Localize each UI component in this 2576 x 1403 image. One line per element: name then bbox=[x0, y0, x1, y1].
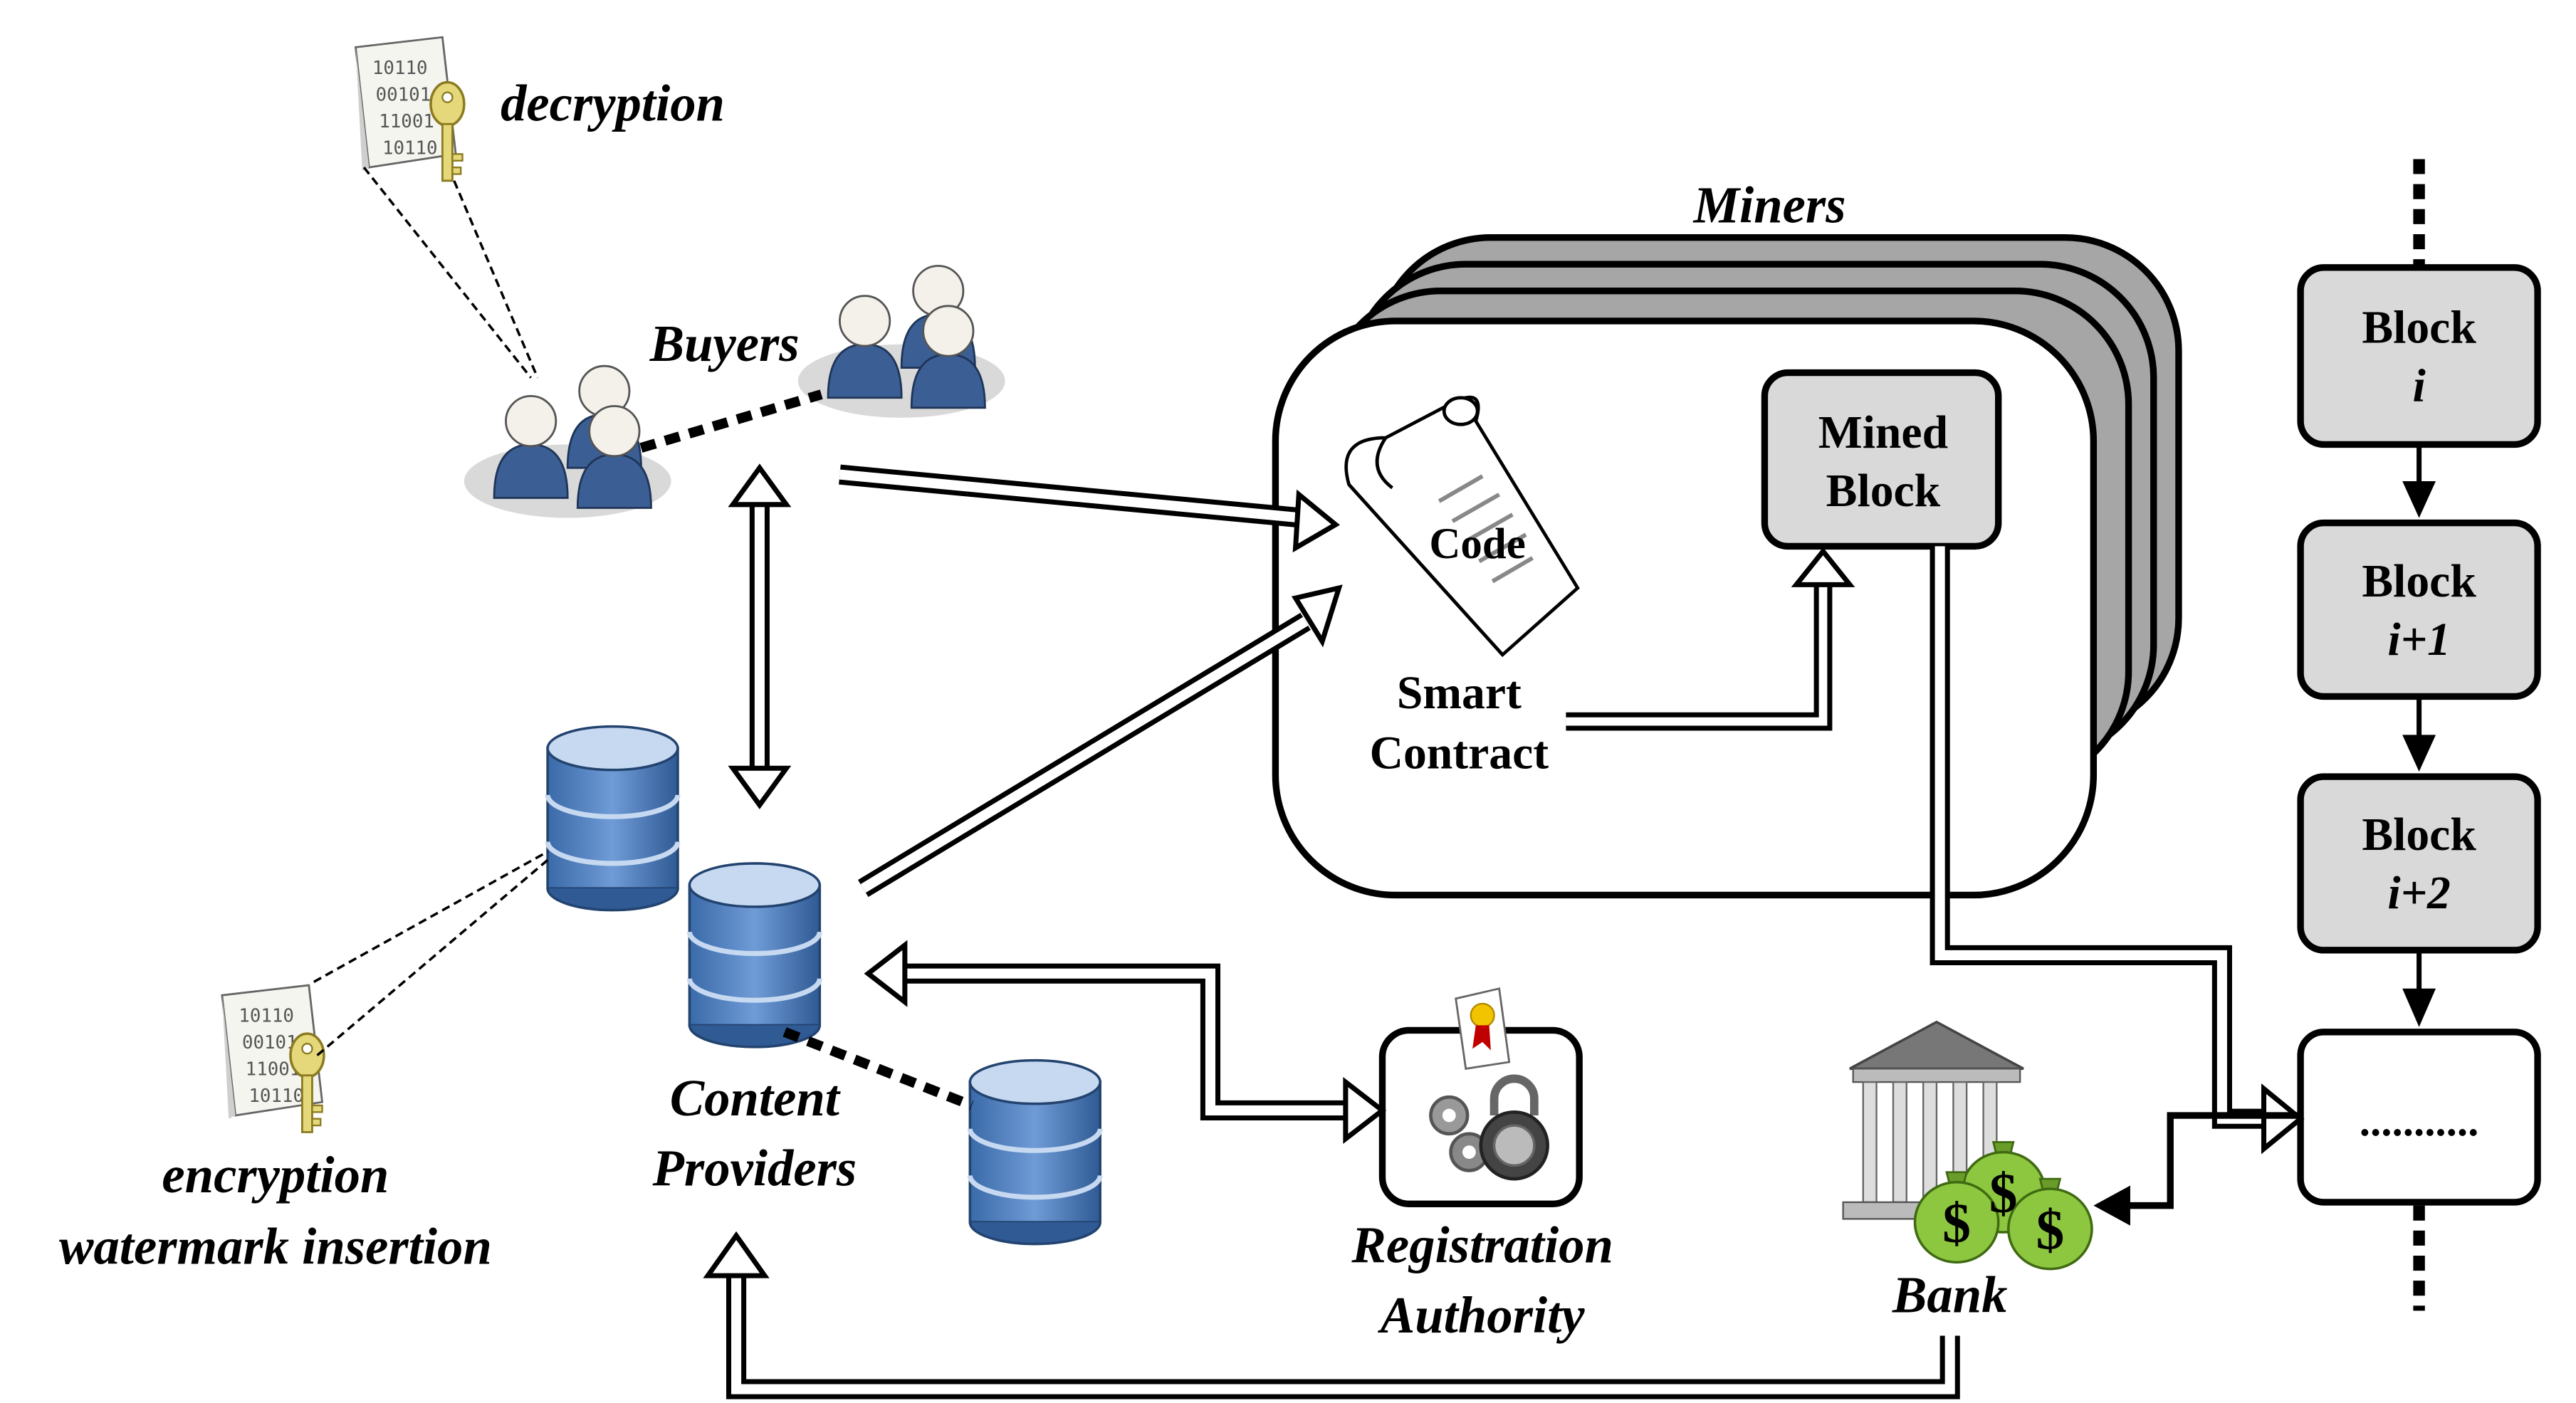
providers-dotted-link bbox=[782, 1027, 974, 1110]
dec-bits-4: 10110 bbox=[382, 137, 438, 159]
buyers-to-contract-arrow bbox=[839, 464, 1340, 553]
money-symbol-1: $ bbox=[1989, 1162, 2018, 1225]
chain-arrows bbox=[2402, 444, 2436, 1027]
smart-contract-label-2: Contract bbox=[1370, 727, 1549, 779]
providers-registration-arrow bbox=[864, 940, 1387, 1144]
enc-bits-1: 10110 bbox=[239, 1006, 294, 1027]
enc-dash-2 bbox=[316, 858, 549, 1056]
buyers-dotted-link bbox=[639, 389, 823, 453]
block-next-ellipsis: ........... bbox=[2360, 1098, 2479, 1145]
database-icon-3 bbox=[970, 1061, 1100, 1244]
gears-lock-icon bbox=[1429, 1074, 1549, 1181]
dec-dash-2 bbox=[453, 180, 539, 379]
bank-label: Bank bbox=[1892, 1266, 2008, 1324]
buyers-group-icon-1 bbox=[464, 366, 671, 517]
dec-bits-2: 00101 bbox=[376, 84, 431, 105]
smart-contract-label-1: Smart bbox=[1397, 667, 1522, 719]
decryption-document-icon: 10110 00101 11001 10110 bbox=[355, 36, 457, 172]
providers-label-2: Providers bbox=[652, 1139, 857, 1197]
enc-bits-4: 10110 bbox=[248, 1086, 304, 1107]
dec-bits-3: 11001 bbox=[379, 111, 434, 132]
miners-label: Miners bbox=[1692, 177, 1845, 234]
money-symbol-2: $ bbox=[1942, 1192, 1971, 1255]
registration-label-1: Registration bbox=[1351, 1216, 1613, 1273]
block-i-index: i bbox=[2412, 359, 2425, 411]
block-i-plus-1-index: i+1 bbox=[2387, 614, 2450, 666]
block-i-plus-2 bbox=[2297, 773, 2541, 954]
block-i-title: Block bbox=[2362, 301, 2476, 353]
block-i-plus-2-index: i+2 bbox=[2387, 867, 2450, 919]
providers-label-1: Content bbox=[670, 1069, 841, 1127]
enc-dash-1 bbox=[313, 850, 548, 983]
chain-to-bank-arrow bbox=[2093, 1112, 2301, 1226]
miners-stack bbox=[1272, 233, 2182, 899]
mined-block bbox=[1761, 369, 2002, 550]
dec-bits-1: 10110 bbox=[372, 58, 428, 79]
block-i-plus-2-title: Block bbox=[2362, 809, 2476, 861]
database-icon-2 bbox=[689, 863, 820, 1047]
buyers-providers-arrow bbox=[728, 463, 792, 809]
block-i-plus-1-title: Block bbox=[2362, 555, 2476, 607]
moneybag-icon: $ $ $ bbox=[1913, 1140, 2093, 1271]
block-i-plus-1 bbox=[2297, 519, 2541, 700]
scroll-icon bbox=[1344, 395, 1580, 658]
dec-dash-1 bbox=[362, 167, 533, 379]
mined-block-label-2: Block bbox=[1826, 465, 1941, 517]
registration-label-2: Authority bbox=[1378, 1286, 1585, 1344]
encryption-label-2: watermark insertion bbox=[59, 1218, 492, 1276]
contract-to-block-arrow bbox=[1566, 547, 1855, 731]
encryption-label-1: encryption bbox=[162, 1146, 389, 1204]
bank-to-providers-arrow bbox=[703, 1231, 1960, 1399]
decryption-label: decryption bbox=[501, 75, 725, 132]
providers-to-contract-arrow bbox=[857, 584, 1343, 898]
database-icon-1 bbox=[548, 727, 678, 910]
code-label: Code bbox=[1429, 520, 1525, 568]
mined-block-label-1: Mined bbox=[1818, 406, 1948, 458]
money-symbol-3: $ bbox=[2036, 1199, 2064, 1262]
block-i bbox=[2297, 264, 2541, 448]
buyers-label: Buyers bbox=[649, 315, 800, 372]
certificate-icon bbox=[1455, 987, 1511, 1070]
buyers-group-icon-2 bbox=[798, 266, 1005, 418]
enc-bits-2: 00101 bbox=[242, 1032, 298, 1053]
